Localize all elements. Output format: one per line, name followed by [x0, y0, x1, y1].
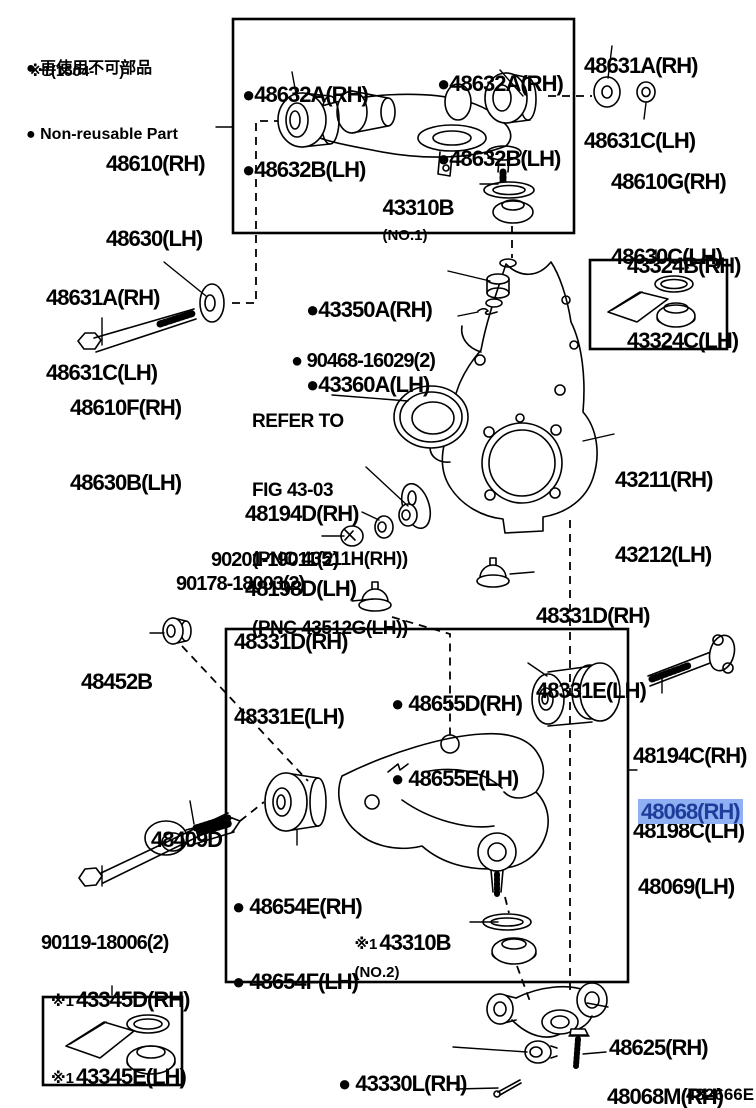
clip-drawing [477, 307, 498, 315]
seal-kit-right-drawing [607, 275, 696, 328]
part-label-43310B-no2[interactable]: ※143310B (NO.2) [354, 930, 451, 981]
rear-bolt-drawing [647, 634, 736, 687]
small-bushing-drawing [524, 1040, 558, 1064]
knuckle-drawing [429, 258, 598, 534]
part-label-48331D-right[interactable]: 48331D(RH) 48331E(LH) [536, 603, 650, 703]
part-label-90252[interactable]: ● 90252-04009(2) [314, 1076, 458, 1108]
seal-kit-bottom-drawing [65, 1014, 176, 1075]
part-label-48631A-left[interactable]: 48631A(RH) 48631C(LH) [46, 285, 160, 385]
front-bushing-drawing [264, 772, 327, 832]
part-label-48610G[interactable]: 48610G(RH) 48630C(LH) [611, 169, 727, 269]
part-label-43345D[interactable]: ※143345D(RH) ※143345E(LH) [51, 987, 190, 1089]
clamp-bolt-drawing [568, 1028, 590, 1069]
part-label-48654E[interactable]: ● 48654E(RH) ● 48654F(LH) [232, 894, 363, 994]
part-label-43324B[interactable]: 43324B(RH) 43324C(LH) [627, 253, 741, 353]
bearing-ring-drawing [393, 385, 469, 449]
part-label-48452B[interactable]: 48452B [81, 669, 153, 694]
part-label-48631A-top[interactable]: 48631A(RH) 48631C(LH) [584, 53, 698, 153]
part-label-48331D-left[interactable]: 48331D(RH) 48331E(LH) [234, 629, 348, 729]
part-label-48068-selected[interactable]: 48068(RH) 48069(LH) [638, 749, 743, 949]
part-label-90178[interactable]: 90178-18003(2) [176, 573, 305, 595]
part-label-43330L[interactable]: ● 43330L(RH) ● 43340B(LH) [338, 1071, 467, 1096]
stopper-drawing [162, 617, 192, 645]
highlighted-part-number[interactable]: 48068(RH) [638, 799, 743, 824]
part-label-43350A[interactable]: ●43350A(RH) ●43360A(LH) [306, 297, 433, 397]
upper-arm-drawing [277, 72, 537, 224]
legend: ● 再使用不可部品 ● Non-reusable Part [26, 14, 178, 190]
part-label-48632-left[interactable]: ●48632A(RH) ●48632B(LH) [242, 82, 369, 182]
seal-kit-bottom-box [41, 995, 184, 1087]
part-label-48068M[interactable]: 48068M(RH) 48069H(LH) [607, 1084, 724, 1108]
refer-note: REFER TO FIG 43-03 (PNC 43511H(RH)) (PNC… [252, 411, 408, 639]
part-label-48625[interactable]: 48625(RH) 48626(LH) [609, 1035, 709, 1060]
part-label-90468[interactable]: ● 90468-16029(2) [291, 350, 436, 372]
part-label-48194D[interactable]: 48194D(RH) 48198D(LH) [245, 501, 359, 601]
seal-kit-right-box [588, 258, 729, 351]
rear-bushing-drawing [531, 662, 621, 727]
diagram-code: 482666E [686, 1085, 755, 1104]
part-label-48655D[interactable]: ● 48655D(RH) ● 48655E(LH) [391, 691, 523, 791]
cotter-pin-drawing [493, 1079, 522, 1098]
small-hardware-drawing [340, 482, 432, 547]
washer-nut-drawing [593, 76, 656, 108]
upper-arm-box [231, 17, 576, 235]
bumper-drawing [477, 273, 510, 315]
grouping-boxes [41, 17, 729, 1087]
upper-bolt-drawing [77, 283, 225, 353]
part-label-43310B-no1[interactable]: 43310B (NO.1) [382, 195, 454, 244]
lower-arm-drawing [338, 732, 549, 897]
part-label-43211[interactable]: 43211(RH) 43212(LH) [615, 467, 713, 567]
legend-nonreusable-jp: ● 再使用不可部品 [26, 60, 153, 77]
legend-note: ※1(1504- ) [28, 63, 125, 80]
leader-lines [101, 45, 663, 1090]
bracket-drawing [486, 982, 608, 1038]
ball-joint-right-drawing [476, 557, 510, 588]
part-label-48610F[interactable]: 48610F(RH) 48630B(LH) [70, 395, 182, 495]
lower-arm-box [224, 627, 630, 984]
dashed-lines [181, 95, 592, 1005]
legend-nonreusable-en: ● Non-reusable Part [26, 126, 178, 143]
part-label-90201[interactable]: 90201-19011(2) [211, 549, 339, 571]
part-label-90119[interactable]: 90119-18006(2) [41, 932, 169, 954]
front-bolt-drawing [78, 812, 232, 887]
part-label-48632-right[interactable]: ●48632A(RH) ●48632B(LH) [437, 71, 564, 171]
part-label-48610[interactable]: 48610(RH) 48630(LH) [106, 151, 206, 251]
part-label-48409D[interactable]: 48409D [151, 827, 223, 852]
